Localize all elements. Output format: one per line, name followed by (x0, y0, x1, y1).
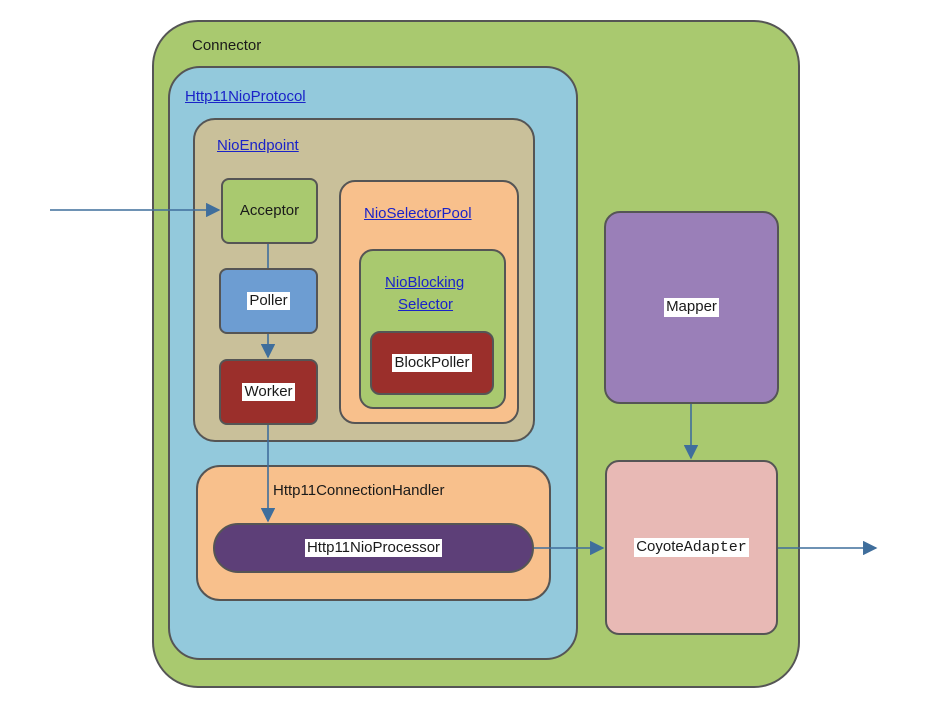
nio-selector-pool-link[interactable]: NioSelectorPool (364, 205, 472, 222)
coyote-adapter-label-part2: Adapter (683, 538, 747, 556)
nio-blocking-selector-link-line1[interactable]: NioBlocking (385, 274, 465, 291)
mapper-label: Mapper (664, 298, 719, 317)
nio-endpoint-link[interactable]: NioEndpoint (217, 137, 299, 154)
worker-label: Worker (242, 382, 295, 402)
http11-nio-processor-label: Http11NioProcessor (304, 538, 443, 558)
http11-nio-protocol-link[interactable]: Http11NioProtocol (185, 88, 306, 105)
connector-label: Connector (192, 37, 262, 54)
acceptor-label: Acceptor (239, 201, 300, 219)
coyote-adapter-node: CoyoteAdapter (605, 460, 778, 635)
acceptor-node: Acceptor (221, 178, 318, 244)
poller-label: Poller (247, 291, 290, 311)
nio-blocking-selector-link-line2[interactable]: Selector (398, 296, 454, 313)
coyote-adapter-label-part1: Coyote (636, 537, 684, 555)
mapper-node: Mapper (604, 211, 779, 404)
poller-node: Poller (219, 268, 318, 334)
block-poller-label: BlockPoller (392, 353, 472, 373)
http11-nio-processor-node: Http11NioProcessor (213, 523, 534, 573)
coyote-adapter-label: CoyoteAdapter (634, 537, 749, 558)
http11-connection-handler-label: Http11ConnectionHandler (273, 482, 445, 499)
worker-node: Worker (219, 359, 318, 425)
block-poller-node: BlockPoller (370, 331, 494, 395)
